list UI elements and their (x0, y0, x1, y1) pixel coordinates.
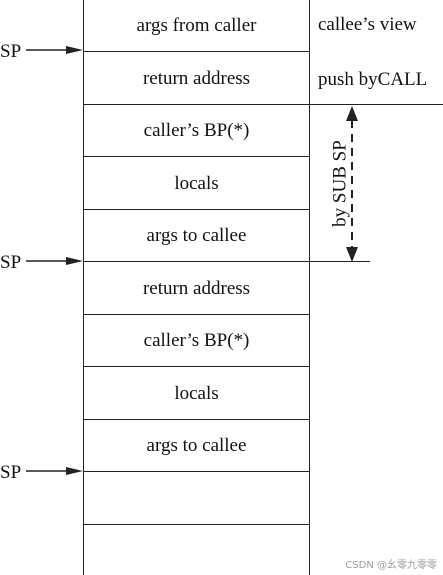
sp-label-1: SP (0, 41, 22, 62)
stack-cell-return-address-1: return address (84, 52, 309, 105)
stack-cell-locals-2: locals (84, 367, 309, 420)
stack-cell-args-to-callee-1: args to callee (84, 210, 309, 262)
stack-cell-locals-1: locals (84, 157, 309, 210)
stack-cell-callers-bp-2: caller’s BP(*) (84, 315, 309, 367)
sp-arrow-1 (26, 46, 83, 54)
stack-column: args from caller return address caller’s… (83, 0, 310, 575)
stack-cell-empty-2 (84, 525, 309, 575)
note-callee-view: callee’s view (318, 14, 417, 35)
sp-arrow-2 (26, 257, 83, 265)
stack-cell-args-from-caller: args from caller (84, 0, 309, 52)
sp-label-3: SP (0, 462, 22, 483)
stack-cell-return-address-2: return address (84, 262, 309, 315)
frame-boundary-line-top (310, 104, 443, 105)
watermark: CSDN @幺零九零零 (345, 560, 437, 571)
stack-cell-empty-1 (84, 472, 309, 525)
note-push-by-call: push byCALL (318, 69, 428, 90)
frame-boundary-line-bottom (310, 261, 370, 262)
sub-sp-double-arrow (346, 106, 358, 262)
stack-cell-callers-bp-1: caller’s BP(*) (84, 105, 309, 157)
stack-cell-args-to-callee-2: args to callee (84, 420, 309, 472)
sp-arrow-3 (26, 467, 83, 475)
sp-label-2: SP (0, 252, 22, 273)
